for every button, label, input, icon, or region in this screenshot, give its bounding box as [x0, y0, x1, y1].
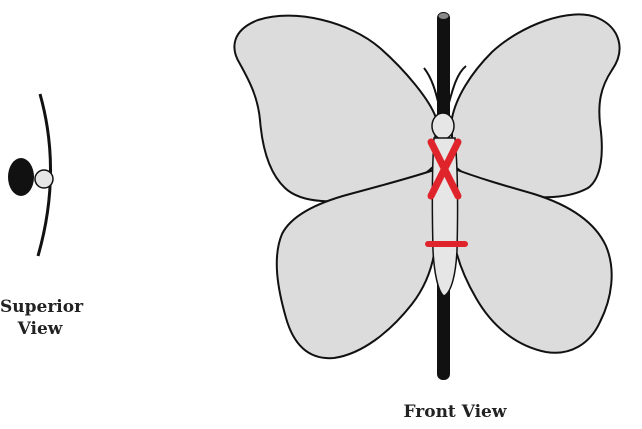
- superior-view-caption-line2: View: [0, 318, 80, 340]
- superior-view-caption: Superior View: [0, 296, 80, 340]
- superior-view-dark-body: [8, 158, 34, 196]
- upper-left-wing: [234, 16, 436, 202]
- front-view-figure: [234, 12, 619, 380]
- lower-right-wing: [452, 168, 612, 353]
- superior-view-light-body: [35, 170, 53, 188]
- butterfly-head: [432, 113, 454, 139]
- superior-view-figure: [8, 94, 53, 256]
- upper-right-wing: [452, 14, 620, 197]
- front-view-caption: Front View: [380, 401, 530, 423]
- superior-view-caption-line1: Superior: [0, 296, 80, 318]
- support-rod-top-highlight: [439, 13, 449, 19]
- lower-left-wing: [277, 170, 436, 358]
